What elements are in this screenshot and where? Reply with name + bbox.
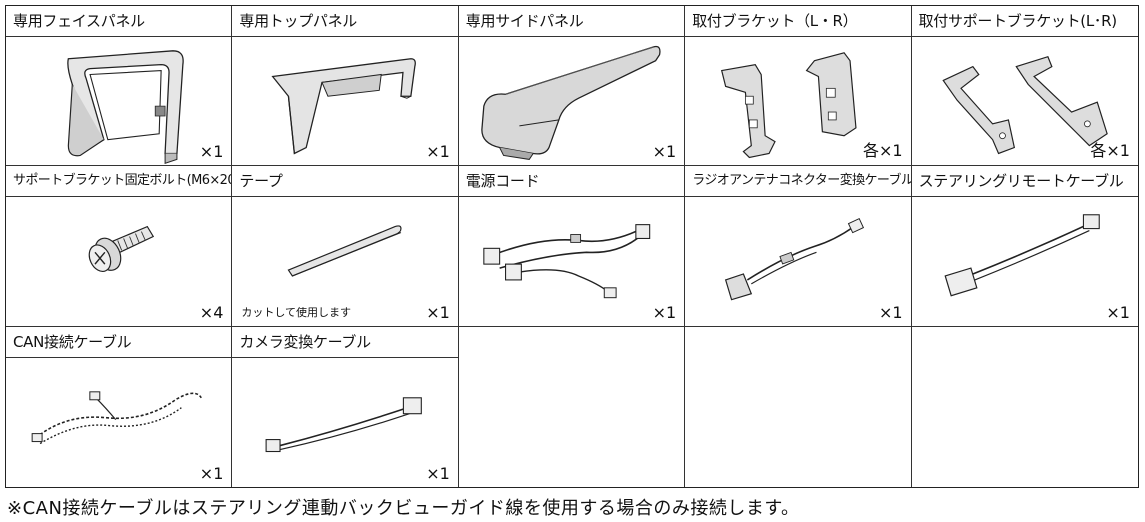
part-name: 電源コード xyxy=(458,166,685,198)
part-name: 専用サイドパネル xyxy=(458,6,685,37)
tape-illustration xyxy=(232,197,457,325)
bolt-illustration xyxy=(6,197,231,325)
empty-cell xyxy=(459,326,686,487)
support-bracket-illustration xyxy=(912,37,1138,165)
part-quantity: ×1 xyxy=(1106,302,1130,322)
part-quantity: 各×1 xyxy=(1090,141,1130,161)
part-name: CAN接続ケーブル xyxy=(6,327,232,358)
part-cell-support-bracket: 取付サポートブラケット(L･R) 各×1 xyxy=(911,6,1138,167)
part-name: カメラ変換ケーブル xyxy=(232,327,458,358)
part-name: 取付サポートブラケット(L･R) xyxy=(911,6,1138,37)
face-panel-illustration xyxy=(6,37,231,165)
part-quantity: ×1 xyxy=(199,142,224,162)
part-cell-top-panel: 専用トップパネル ×1 xyxy=(232,6,459,167)
part-quantity: ×1 xyxy=(199,463,224,483)
part-name: ラジオアンテナコネクター変換ケーブル xyxy=(685,166,911,198)
part-name: ステアリングリモートケーブル xyxy=(911,166,1138,198)
part-cell-steering-cable: ステアリングリモートケーブル ×1 xyxy=(911,166,1138,327)
part-name: 専用トップパネル xyxy=(232,6,458,37)
antenna-cable-illustration xyxy=(685,197,910,325)
part-cell-can-cable: CAN接続ケーブル ×1 xyxy=(6,326,233,487)
part-cell-tape: テープ カットして使用します ×1 xyxy=(232,166,459,327)
empty-cell xyxy=(685,326,912,487)
camera-cable-illustration xyxy=(232,358,457,487)
top-panel-illustration xyxy=(232,37,457,165)
can-cable-illustration xyxy=(6,358,231,487)
empty-cell xyxy=(912,327,1138,487)
part-quantity: ×1 xyxy=(879,302,903,322)
steering-cable-illustration xyxy=(912,197,1138,325)
part-quantity: ×1 xyxy=(426,463,450,483)
power-cord-illustration xyxy=(459,197,684,325)
part-quantity: ×1 xyxy=(652,142,677,162)
part-name: テープ xyxy=(232,166,458,198)
part-quantity: ×1 xyxy=(652,302,677,322)
part-cell-bolt: サポートブラケット固定ボルト(M6×20) ×4 xyxy=(6,166,233,327)
part-cell-side-panel: 専用サイドパネル ×1 xyxy=(458,6,686,167)
part-cell-face-panel: 専用フェイスパネル ×1 xyxy=(6,6,233,167)
part-cell-power-cord: 電源コード ×1 xyxy=(458,166,686,327)
tape-note: カットして使用します xyxy=(241,305,352,319)
side-panel-illustration xyxy=(459,37,684,165)
part-name: 取付ブラケット（L・R） xyxy=(685,6,911,37)
part-cell-mounting-bracket: 取付ブラケット（L・R） 各×1 xyxy=(685,6,912,167)
part-cell-antenna-cable: ラジオアンテナコネクター変換ケーブル ×1 xyxy=(685,166,912,327)
part-name: 専用フェイスパネル xyxy=(6,6,232,37)
part-cell-camera-cable: カメラ変換ケーブル ×1 xyxy=(232,326,459,487)
part-name: サポートブラケット固定ボルト(M6×20) xyxy=(6,166,232,198)
part-quantity: ×4 xyxy=(199,302,224,322)
parts-table: 専用フェイスパネル ×1 専用トップパネル ×1 専用サイドパネル xyxy=(5,5,1139,488)
part-quantity: ×1 xyxy=(426,142,450,162)
footnote: ※CAN接続ケーブルはステアリング連動バックビューガイド線を使用する場合のみ接続… xyxy=(7,498,800,519)
mounting-bracket-illustration xyxy=(685,37,910,165)
part-quantity: 各×1 xyxy=(863,141,903,161)
part-quantity: ×1 xyxy=(426,302,450,322)
